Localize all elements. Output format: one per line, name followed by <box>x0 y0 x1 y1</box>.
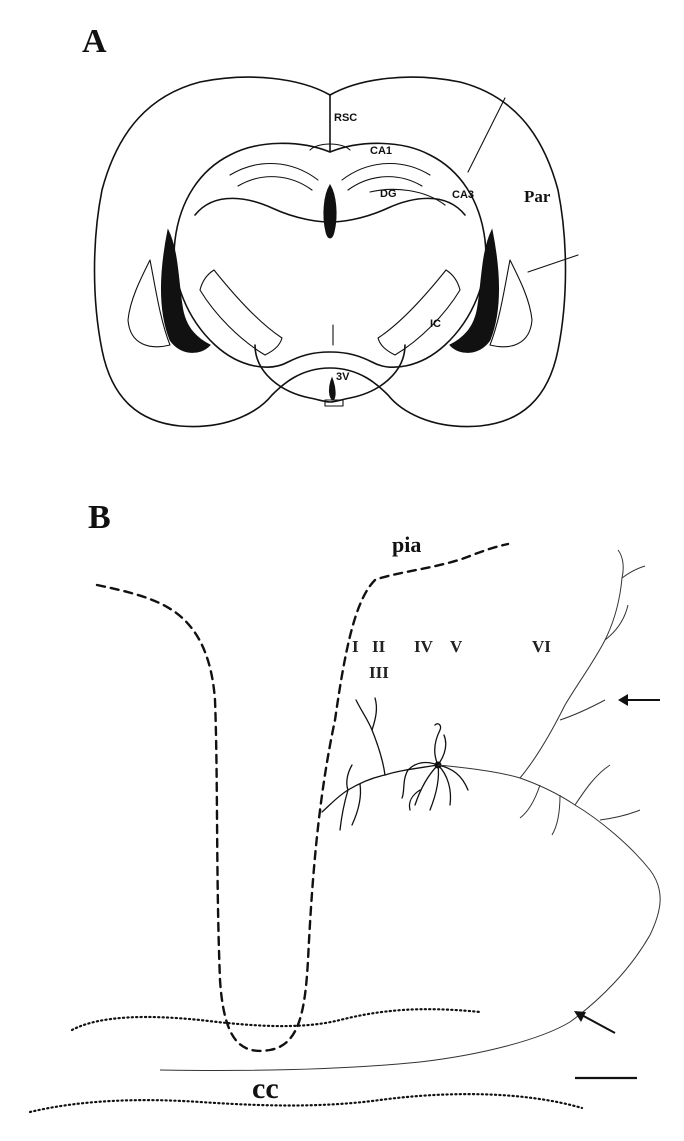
panel-b-letter: B <box>88 499 111 536</box>
label-par: Par <box>524 187 551 206</box>
neuron-dendrites <box>322 698 468 830</box>
white-matter-boundary-upper <box>72 1009 480 1030</box>
label-dg: DG <box>380 188 397 200</box>
dorsal-third-ventricle <box>324 185 336 238</box>
layer-label-v: V <box>450 637 463 656</box>
panel-a-letter: A <box>82 23 107 60</box>
layer-label-ii: II <box>372 637 386 656</box>
lateral-ventricle-right <box>450 230 499 352</box>
cc-label: cc <box>252 1072 279 1105</box>
par-boundary-lower <box>528 255 578 272</box>
label-ca1: CA1 <box>370 145 392 157</box>
layer-label-iii: III <box>369 663 389 682</box>
layer-label-vi: VI <box>532 637 551 656</box>
label-ca3: CA3 <box>452 189 474 201</box>
label-rsc: RSC <box>334 112 357 124</box>
white-matter-boundary-lower <box>30 1094 582 1112</box>
layer-label-iv: IV <box>414 637 434 656</box>
label-3v: 3V <box>336 371 350 383</box>
panel-b: B pia I II IV V VI III cc <box>30 499 660 1112</box>
third-ventricle <box>329 378 335 400</box>
layer-label-i: I <box>352 637 359 656</box>
ca1-layer-right <box>342 164 430 180</box>
par-boundary-upper <box>468 98 505 172</box>
arrow-icon <box>574 1011 615 1033</box>
ca1-layer-left-2 <box>238 177 312 190</box>
arrow-icon <box>618 694 660 706</box>
ca1-layer-left <box>230 164 318 180</box>
inner-brain-outline <box>174 143 486 367</box>
pia-dashed-boundary <box>97 544 508 1051</box>
panel-a: A <box>82 23 578 427</box>
brain-coronal-section: RSC CA1 DG CA3 Par IC 3V <box>95 77 579 426</box>
label-ic: IC <box>430 318 441 330</box>
pia-label: pia <box>392 532 421 557</box>
lateral-ventricle-left <box>162 230 211 352</box>
